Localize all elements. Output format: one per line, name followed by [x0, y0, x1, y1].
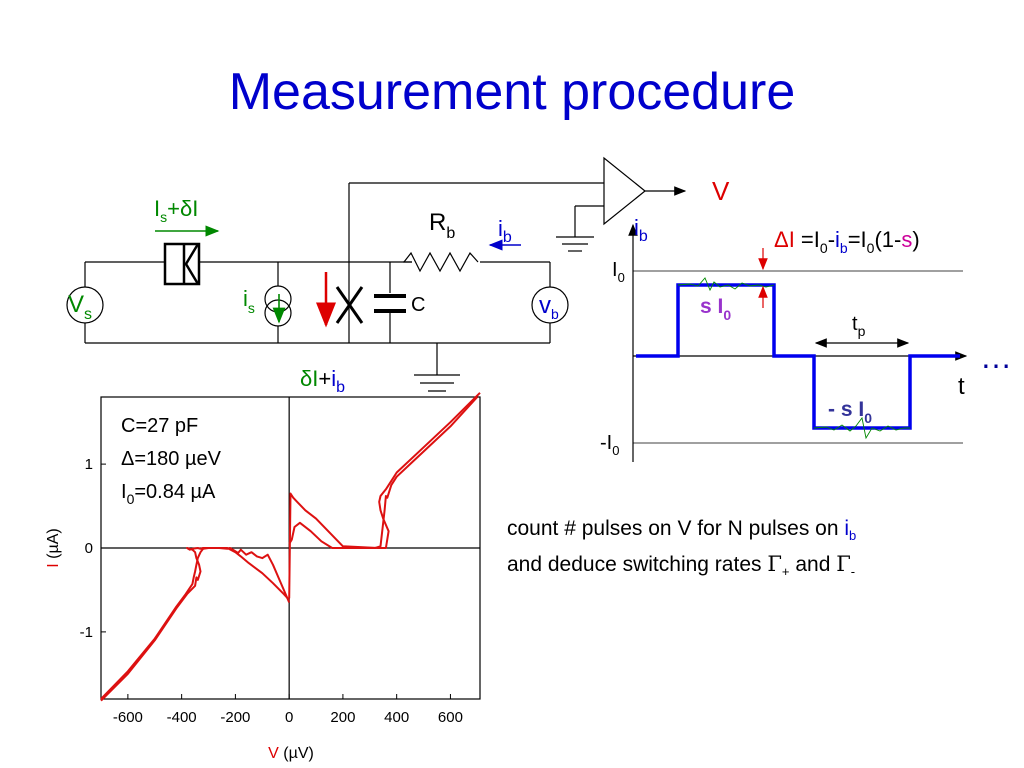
circuit-wires [84, 182, 687, 375]
x-tick-label: -200 [220, 709, 250, 726]
label-is-plus-di: Is+δI [154, 196, 198, 225]
label-vs: Vs [68, 291, 92, 323]
slide-title: Measurement procedure [228, 63, 796, 121]
annotation-i0: I0=0.84 µA [121, 481, 216, 507]
ellipsis: … [980, 339, 1012, 375]
y-axis-label: I (µA) [45, 528, 62, 567]
caption-line-2: and deduce switching rates Γ+ and Γ- [507, 552, 856, 580]
x-tick-label: -400 [167, 709, 197, 726]
noise-source [163, 242, 201, 286]
x-tick-label: 600 [438, 709, 463, 726]
plot-series [100, 392, 481, 702]
caption-line-1: count # pulses on V for N pulses on ib [507, 517, 857, 544]
noise-trace-bottom [813, 416, 910, 440]
y-tick-label: -1 [80, 624, 93, 641]
label-is: is [243, 286, 255, 316]
noise-trace-top [677, 277, 775, 292]
caption: count # pulses on V for N pulses on ib a… [507, 515, 856, 586]
label-c: C [411, 294, 425, 316]
label-vb: vb [539, 292, 559, 322]
label-ib-pulse: ib [634, 215, 648, 245]
capacitor [374, 294, 406, 313]
label-neg-s-i0: - s I0 [828, 398, 872, 426]
y-tick-label: 0 [85, 540, 93, 557]
label-delta-i-equation: ΔI =I0-ib=I0(1-s) [774, 227, 920, 256]
x-tick-label: 200 [330, 709, 355, 726]
resistor-rb [403, 251, 479, 273]
iv-curve-4 [288, 396, 479, 549]
label-rb: Rb [429, 209, 455, 242]
label-ib-circuit: ib [498, 216, 512, 246]
x-tick-label: 0 [285, 709, 293, 726]
source-vb [531, 286, 569, 324]
y-tick-label: 1 [85, 456, 93, 473]
label-s-i0: s I0 [700, 295, 731, 323]
annotation-delta: Δ=180 µeV [121, 448, 222, 470]
label-v-out: V [712, 176, 730, 206]
label-neg-i0: -I0 [600, 432, 619, 458]
ground-symbol [414, 236, 594, 392]
iv-curve-2 [100, 547, 290, 700]
label-i0: I0 [612, 259, 625, 285]
x-tick-label: 400 [384, 709, 409, 726]
label-tp: tp [852, 313, 866, 339]
iv-curve-3 [288, 392, 481, 599]
iv-curve-1 [100, 547, 291, 702]
label-t: t [958, 373, 965, 400]
x-axis-label: V (µV) [268, 745, 314, 762]
label-di-plus-ib: δI+ib [300, 366, 345, 396]
josephson-junction [335, 286, 364, 324]
source-vs [66, 286, 104, 324]
pulse-waveform [636, 283, 960, 430]
x-tick-label: -600 [113, 709, 143, 726]
annotation-c: C=27 pF [121, 415, 198, 437]
amplifier [603, 156, 646, 226]
plot-ticks: -600 -400 -200 0 200 400 600 1 0 -1 [80, 456, 463, 726]
